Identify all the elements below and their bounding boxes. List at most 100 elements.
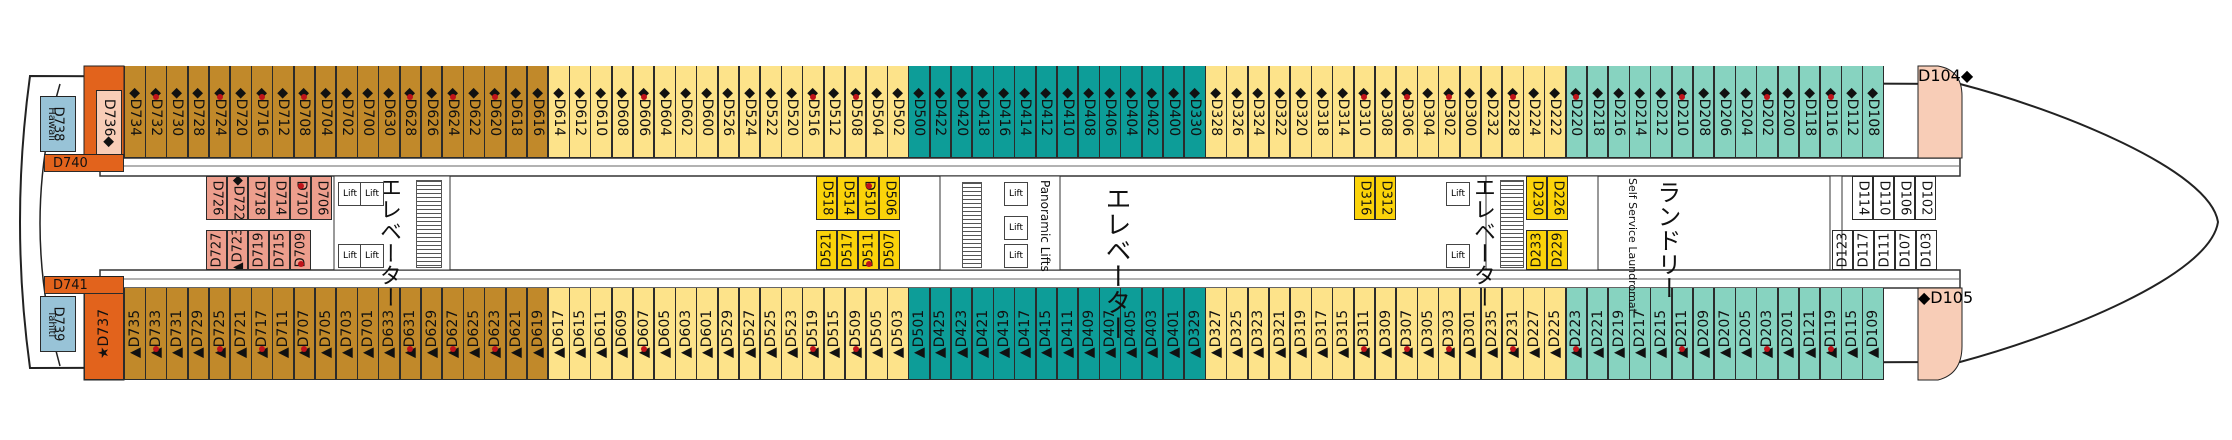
cabin-D716[interactable]: ◆D716 (251, 66, 273, 158)
cabin-D507[interactable]: D507 (879, 230, 900, 270)
cabin-D205[interactable]: ▲D205 (1735, 288, 1757, 380)
cabin-D734[interactable]: ◆D734 (124, 66, 146, 158)
cabin-D501[interactable]: ▲D501 (908, 288, 931, 380)
cabin-D210[interactable]: ◆D210 (1671, 66, 1694, 158)
cabin-D321[interactable]: ▲D321 (1268, 288, 1291, 380)
cabin-D629[interactable]: ▲D629 (420, 288, 443, 380)
cabin-D523[interactable]: ▲D523 (781, 288, 803, 380)
cabin-D728[interactable]: ◆D728 (187, 66, 210, 158)
cabin-D318[interactable]: ◆D318 (1311, 66, 1333, 158)
cabin-D626[interactable]: ◆D626 (420, 66, 443, 158)
cabin-D609[interactable]: ▲D609 (611, 288, 634, 380)
cabin-D203[interactable]: ▲D203 (1756, 288, 1779, 380)
cabin-D707[interactable]: ▲D707 (293, 288, 316, 380)
cabin-D226[interactable]: D226 (1547, 176, 1568, 220)
cabin-D222[interactable]: ◆D222 (1544, 66, 1567, 158)
cabin-D410[interactable]: ◆D410 (1056, 66, 1079, 158)
cabin-D415[interactable]: ▲D415 (1035, 288, 1058, 380)
cabin-D710[interactable]: D710 (290, 176, 311, 220)
cabin-D726[interactable]: D726 (206, 176, 227, 220)
cabin-D719[interactable]: D719 (248, 230, 269, 270)
cabin-D705[interactable]: ▲D705 (314, 288, 337, 380)
cabin-D606[interactable]: ◆D606 (632, 66, 655, 158)
cabin-D525[interactable]: ▲D525 (760, 288, 782, 380)
cabin-D408[interactable]: ◆D408 (1078, 66, 1100, 158)
cabin-D306[interactable]: ◆D306 (1396, 66, 1418, 158)
cabin-D404[interactable]: ◆D404 (1120, 66, 1143, 158)
cabin-D718[interactable]: D718 (248, 176, 269, 220)
cabin-D305[interactable]: ▲D305 (1417, 288, 1439, 380)
cabin-D201[interactable]: ▲D201 (1777, 288, 1800, 380)
cabin-D319[interactable]: ▲D319 (1290, 288, 1312, 380)
cabin-D304[interactable]: ◆D304 (1417, 66, 1439, 158)
cabin-D116[interactable]: ◆D116 (1820, 66, 1842, 158)
cabin-D109[interactable]: ▲D109 (1862, 288, 1885, 380)
cabin-D400[interactable]: ◆D400 (1162, 66, 1185, 158)
cabin-D317[interactable]: ▲D317 (1311, 288, 1333, 380)
cabin-D204[interactable]: ◆D204 (1735, 66, 1757, 158)
cabin-D516[interactable]: ◆D516 (802, 66, 825, 158)
cabin-D303[interactable]: ▲D303 (1438, 288, 1461, 380)
cabin-D618[interactable]: ◆D618 (505, 66, 528, 158)
cabin-D708[interactable]: ◆D708 (293, 66, 316, 158)
cabin-D402[interactable]: ◆D402 (1141, 66, 1164, 158)
cabin-D208[interactable]: ◆D208 (1692, 66, 1715, 158)
cabin-D603[interactable]: ▲D603 (675, 288, 697, 380)
cabin-D322[interactable]: ◆D322 (1268, 66, 1291, 158)
cabin-D421[interactable]: ▲D421 (972, 288, 994, 380)
cabin-D625[interactable]: ▲D625 (463, 288, 485, 380)
cabin-D621[interactable]: ▲D621 (505, 288, 528, 380)
cabin-D423[interactable]: ▲D423 (950, 288, 973, 380)
cabin-D123[interactable]: D123 (1832, 230, 1853, 270)
cabin-D224[interactable]: ◆D224 (1523, 66, 1545, 158)
cabin-D206[interactable]: ◆D206 (1714, 66, 1736, 158)
cabin-D223[interactable]: ▲D223 (1565, 288, 1588, 380)
cabin-D522[interactable]: ◆D522 (760, 66, 782, 158)
cabin-D711[interactable]: ▲D711 (272, 288, 295, 380)
cabin-D612[interactable]: ◆D612 (569, 66, 591, 158)
cabin-D207[interactable]: ▲D207 (1714, 288, 1736, 380)
cabin-D106[interactable]: D106 (1894, 176, 1915, 220)
cabin-D704[interactable]: ◆D704 (314, 66, 337, 158)
cabin-D741[interactable]: D741 (44, 276, 124, 294)
cabin-D614[interactable]: ◆D614 (548, 66, 570, 158)
cabin-D105[interactable]: ◆D105 (1918, 288, 1973, 380)
cabin-D619[interactable]: ▲D619 (526, 288, 549, 380)
cabin-D302[interactable]: ◆D302 (1438, 66, 1461, 158)
cabin-D324[interactable]: ◆D324 (1247, 66, 1270, 158)
cabin-D729[interactable]: ▲D729 (187, 288, 210, 380)
cabin-D709[interactable]: D709 (290, 230, 311, 270)
cabin-D422[interactable]: ◆D422 (929, 66, 952, 158)
cabin-D740[interactable]: D740 (44, 154, 124, 172)
cabin-D412[interactable]: ◆D412 (1035, 66, 1058, 158)
cabin-D315[interactable]: ▲D315 (1332, 288, 1355, 380)
cabin-D617[interactable]: ▲D617 (548, 288, 570, 380)
cabin-D225[interactable]: ▲D225 (1544, 288, 1567, 380)
cabin-D301[interactable]: ▲D301 (1459, 288, 1482, 380)
cabin-D515[interactable]: ▲D515 (823, 288, 846, 380)
cabin-D732[interactable]: ◆D732 (145, 66, 167, 158)
cabin-D425[interactable]: ▲D425 (929, 288, 952, 380)
cabin-D605[interactable]: ▲D605 (654, 288, 676, 380)
cabin-D102[interactable]: D102 (1915, 176, 1936, 220)
cabin-D407[interactable]: ▲D407 (1099, 288, 1121, 380)
cabin-D602[interactable]: ◆D602 (675, 66, 697, 158)
cabin-D325[interactable]: ▲D325 (1226, 288, 1249, 380)
cabin-D608[interactable]: ◆D608 (611, 66, 634, 158)
cabin-D703[interactable]: ▲D703 (336, 288, 358, 380)
cabin-D221[interactable]: ▲D221 (1586, 288, 1609, 380)
cabin-D508[interactable]: ◆D508 (844, 66, 867, 158)
cabin-D115[interactable]: ▲D115 (1841, 288, 1863, 380)
cabin-D610[interactable]: ◆D610 (590, 66, 613, 158)
cabin-D627[interactable]: ▲D627 (442, 288, 464, 380)
cabin-D310[interactable]: ◆D310 (1353, 66, 1376, 158)
cabin-D231[interactable]: ▲D231 (1502, 288, 1524, 380)
cabin-D300[interactable]: ◆D300 (1459, 66, 1482, 158)
cabin-D119[interactable]: ▲D119 (1820, 288, 1842, 380)
cabin-D633[interactable]: ▲D633 (378, 288, 401, 380)
cabin-D110[interactable]: D110 (1873, 176, 1894, 220)
cabin-D309[interactable]: ▲D309 (1374, 288, 1397, 380)
cabin-D218[interactable]: ◆D218 (1586, 66, 1609, 158)
cabin-D616[interactable]: ◆D616 (526, 66, 549, 158)
